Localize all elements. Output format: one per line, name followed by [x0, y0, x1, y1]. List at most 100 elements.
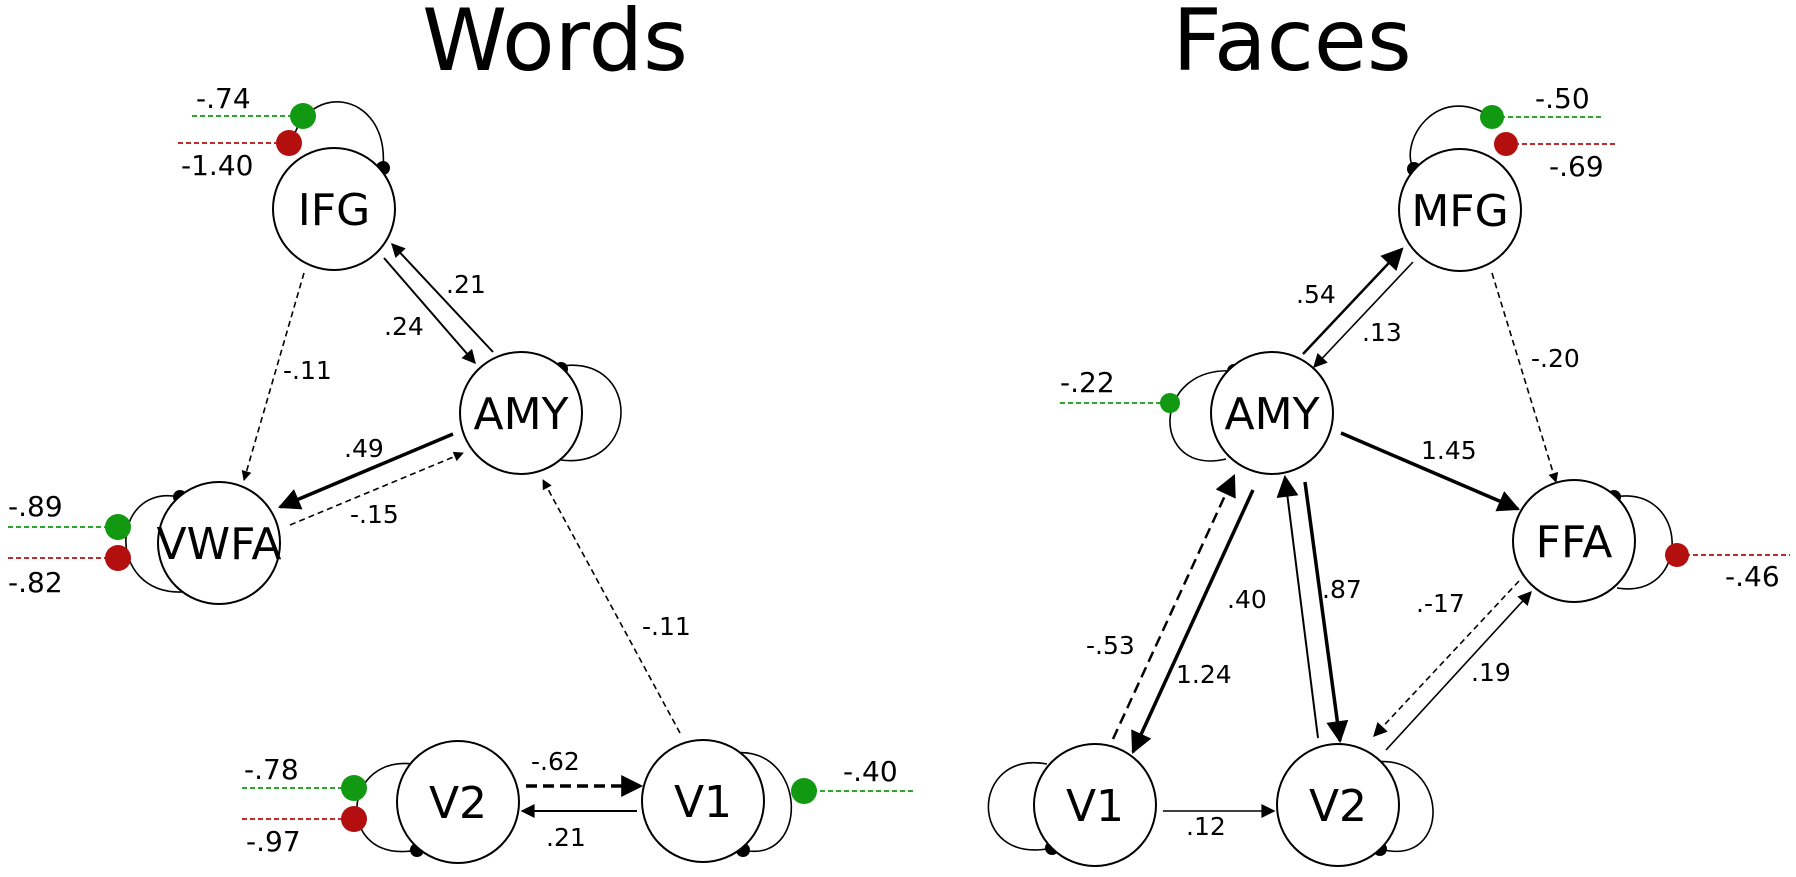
edge-amy-to-v2-faces — [1303, 481, 1349, 744]
ffa-red-mod-label: -.46 — [1725, 560, 1780, 593]
faces-v2-self-loop — [1374, 761, 1434, 852]
words-v1-self-loop — [732, 752, 793, 853]
edge-v2-to-v1-label: -.62 — [531, 747, 580, 776]
edge-ifg-to-amy — [383, 257, 476, 365]
edge-mfg-to-amy — [1313, 261, 1414, 369]
node-amy-words: AMY — [459, 351, 583, 475]
edge-amy-to-v2-faces-label: .87 — [1322, 575, 1362, 604]
node-v1-words: V1 — [641, 739, 765, 863]
node-ffa-circle — [1512, 479, 1636, 603]
words-v2-red-mod-label: -.97 — [246, 825, 301, 858]
edge-amy-to-vwfa-label: .49 — [344, 434, 384, 463]
node-v2-words-label: V2 — [429, 778, 487, 829]
edge-amy-to-ffa — [1340, 431, 1521, 512]
edge-mfg-to-amy-label: .13 — [1362, 318, 1402, 347]
node-v1-faces-label: V1 — [1066, 781, 1124, 832]
edge-v2-to-amy-faces-label: .40 — [1227, 585, 1267, 614]
vwfa-red-mod-label: -.82 — [8, 566, 63, 599]
amy-faces-green-mod-dot — [1160, 393, 1180, 413]
node-amy-faces-label: AMY — [1225, 389, 1320, 440]
ffa-red-mod-dot — [1665, 543, 1689, 567]
node-vwfa-circle — [157, 481, 281, 605]
mfg-red-mod-dot — [1494, 132, 1518, 156]
amy-self-loop — [560, 364, 622, 462]
node-v2-words: V2 — [396, 740, 520, 864]
words-v1-green-mod-label: -.40 — [843, 755, 898, 788]
ffa-self-loop — [1613, 495, 1673, 590]
edge-v1-to-amy-label: -.11 — [642, 612, 691, 641]
faces-panel: Faces -.50 -.69 -.22 -.46 .54 .13 -.20 — [987, 0, 1790, 867]
ifg-red-mod-dot — [276, 130, 302, 156]
node-v2-faces-circle — [1276, 743, 1400, 867]
edge-amy-to-vwfa — [277, 432, 454, 510]
words-v2-green-mod-label: -.78 — [244, 753, 299, 786]
words-v1-green-mod-dot — [791, 778, 817, 804]
ifg-self-loop — [289, 101, 385, 169]
node-v1-faces: V1 — [1033, 743, 1157, 867]
edge-v1-to-amy-faces — [1111, 474, 1236, 740]
node-ifg: IFG — [272, 147, 396, 271]
vwfa-red-mod-dot — [105, 545, 131, 571]
amy-faces-green-mod-label: -.22 — [1060, 366, 1115, 399]
node-v2-words-circle — [396, 740, 520, 864]
edge-mfg-to-ffa — [1491, 272, 1559, 483]
amy-faces-self-loop — [1169, 370, 1235, 462]
mfg-green-mod-label: -.50 — [1535, 82, 1590, 115]
edge-v1-to-amy — [542, 479, 681, 734]
mfg-green-mod-dot — [1480, 105, 1504, 129]
node-v1-words-circle — [641, 739, 765, 863]
ifg-red-mod-label: -1.40 — [181, 149, 253, 182]
edge-amy-to-ifg-label: .21 — [446, 270, 486, 299]
node-ffa-label: FFA — [1536, 517, 1613, 568]
mfg-red-mod-label: -.69 — [1549, 150, 1604, 183]
words-v2-red-mod-dot — [341, 806, 367, 832]
node-amy-faces-circle — [1210, 351, 1334, 475]
edge-amy-to-mfg — [1302, 247, 1404, 355]
edge-v1-to-v2-label: .21 — [546, 823, 586, 852]
faces-panel-title: Faces — [1172, 0, 1411, 91]
ifg-green-mod-label: -.74 — [196, 82, 251, 115]
edge-amy-to-mfg-label: .54 — [1296, 280, 1336, 309]
node-v2-faces: V2 — [1276, 743, 1400, 867]
node-ifg-label: IFG — [298, 185, 370, 236]
faces-v1-self-loop — [987, 761, 1053, 851]
node-v2-faces-label: V2 — [1309, 781, 1367, 832]
node-mfg-label: MFG — [1411, 186, 1508, 237]
node-ffa: FFA — [1512, 479, 1636, 603]
edge-v1-to-amy-faces-label: -.53 — [1086, 631, 1135, 660]
edge-amy-to-v1-faces-label: 1.24 — [1176, 660, 1232, 689]
edge-ifg-to-vwfa-label: -.11 — [283, 356, 332, 385]
edge-mfg-to-ffa-label: -.20 — [1531, 344, 1580, 373]
edge-v2-to-amy-faces — [1276, 474, 1319, 739]
node-vwfa: VWFA — [157, 481, 281, 605]
vwfa-green-mod-dot — [105, 514, 131, 540]
words-panel: Words -.74 -1.40 -.89 -.82 -.78 -.97 — [8, 0, 916, 864]
edge-ifg-to-amy-label: .24 — [384, 312, 424, 341]
node-amy-faces: AMY — [1210, 351, 1334, 475]
edge-ifg-to-vwfa — [241, 272, 305, 481]
edge-amy-to-v1-faces — [1131, 489, 1255, 755]
edge-amy-to-ifg — [391, 242, 494, 353]
vwfa-green-mod-label: -.89 — [8, 490, 63, 523]
edge-v2-to-ffa — [1385, 590, 1532, 751]
vwfa-self-loop — [125, 494, 183, 593]
words-panel-title: Words — [422, 0, 688, 91]
edge-vwfa-to-amy-label: -.15 — [350, 500, 399, 529]
edge-v2-to-ffa-label: .19 — [1471, 658, 1511, 687]
node-v1-words-label: V1 — [674, 777, 732, 828]
edge-vwfa-to-amy — [289, 451, 464, 526]
node-amy-words-label: AMY — [474, 389, 569, 440]
node-ifg-circle — [272, 147, 396, 271]
edge-v1-to-v2-faces-label: .12 — [1186, 812, 1226, 841]
node-mfg: MFG — [1398, 148, 1522, 272]
node-amy-words-circle — [459, 351, 583, 475]
mfg-self-loop — [1409, 105, 1491, 170]
edge-ffa-to-v2 — [1373, 580, 1520, 738]
node-v1-faces-circle — [1033, 743, 1157, 867]
edge-amy-to-ffa-label: 1.45 — [1421, 436, 1477, 465]
edge-ffa-to-v2-label: .-17 — [1416, 589, 1465, 618]
node-mfg-circle — [1398, 148, 1522, 272]
words-v2-green-mod-dot — [341, 775, 367, 801]
